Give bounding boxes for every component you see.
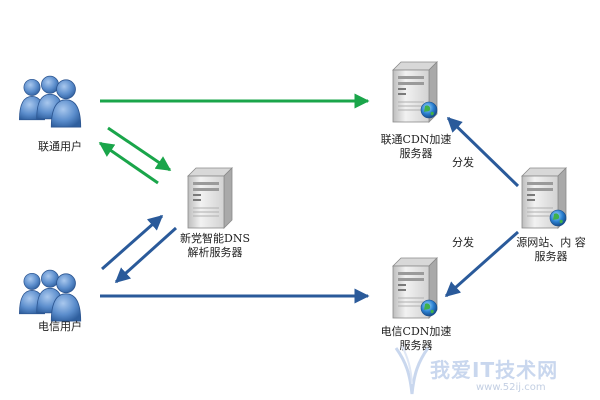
dns-server-label: 新党智能DNS 解析服务器 xyxy=(180,232,250,259)
telecom-cdn-server-icon xyxy=(392,257,438,319)
telecom-users-label: 电信用户 xyxy=(38,320,82,333)
arrow-origin-to-unicom-cdn xyxy=(446,116,520,188)
origin-server-label: 源网站、内 容服务器 xyxy=(516,236,586,263)
unicom-cdn-label: 联通CDN加速 服务器 xyxy=(380,133,452,160)
distribute-top-label: 分发 xyxy=(452,156,474,169)
watermark-logo xyxy=(394,345,430,395)
arrow-origin-to-telecom-cdn xyxy=(444,230,519,298)
unicom-cdn-server-icon xyxy=(392,61,438,123)
telecom-cdn-label: 电信CDN加速 服务器 xyxy=(380,325,452,352)
arrow-dns-to-unicom xyxy=(98,141,159,185)
dns-server-icon xyxy=(187,167,233,229)
unicom-users-label: 联通用户 xyxy=(38,140,82,153)
arrow-dns-to-telecom xyxy=(114,226,178,284)
arrow-unicom-to-dns xyxy=(107,126,172,172)
watermark: 我爱IT技术网 www.52ij.com xyxy=(392,332,598,398)
origin-server-icon xyxy=(521,167,567,229)
telecom-users-icon xyxy=(19,269,82,322)
unicom-users-icon xyxy=(19,75,82,128)
watermark-url: www.52ij.com xyxy=(476,382,546,393)
arrow-telecom-to-dns xyxy=(101,214,164,271)
watermark-text: 我爱IT技术网 xyxy=(430,358,559,382)
distribute-bottom-label: 分发 xyxy=(452,236,474,249)
